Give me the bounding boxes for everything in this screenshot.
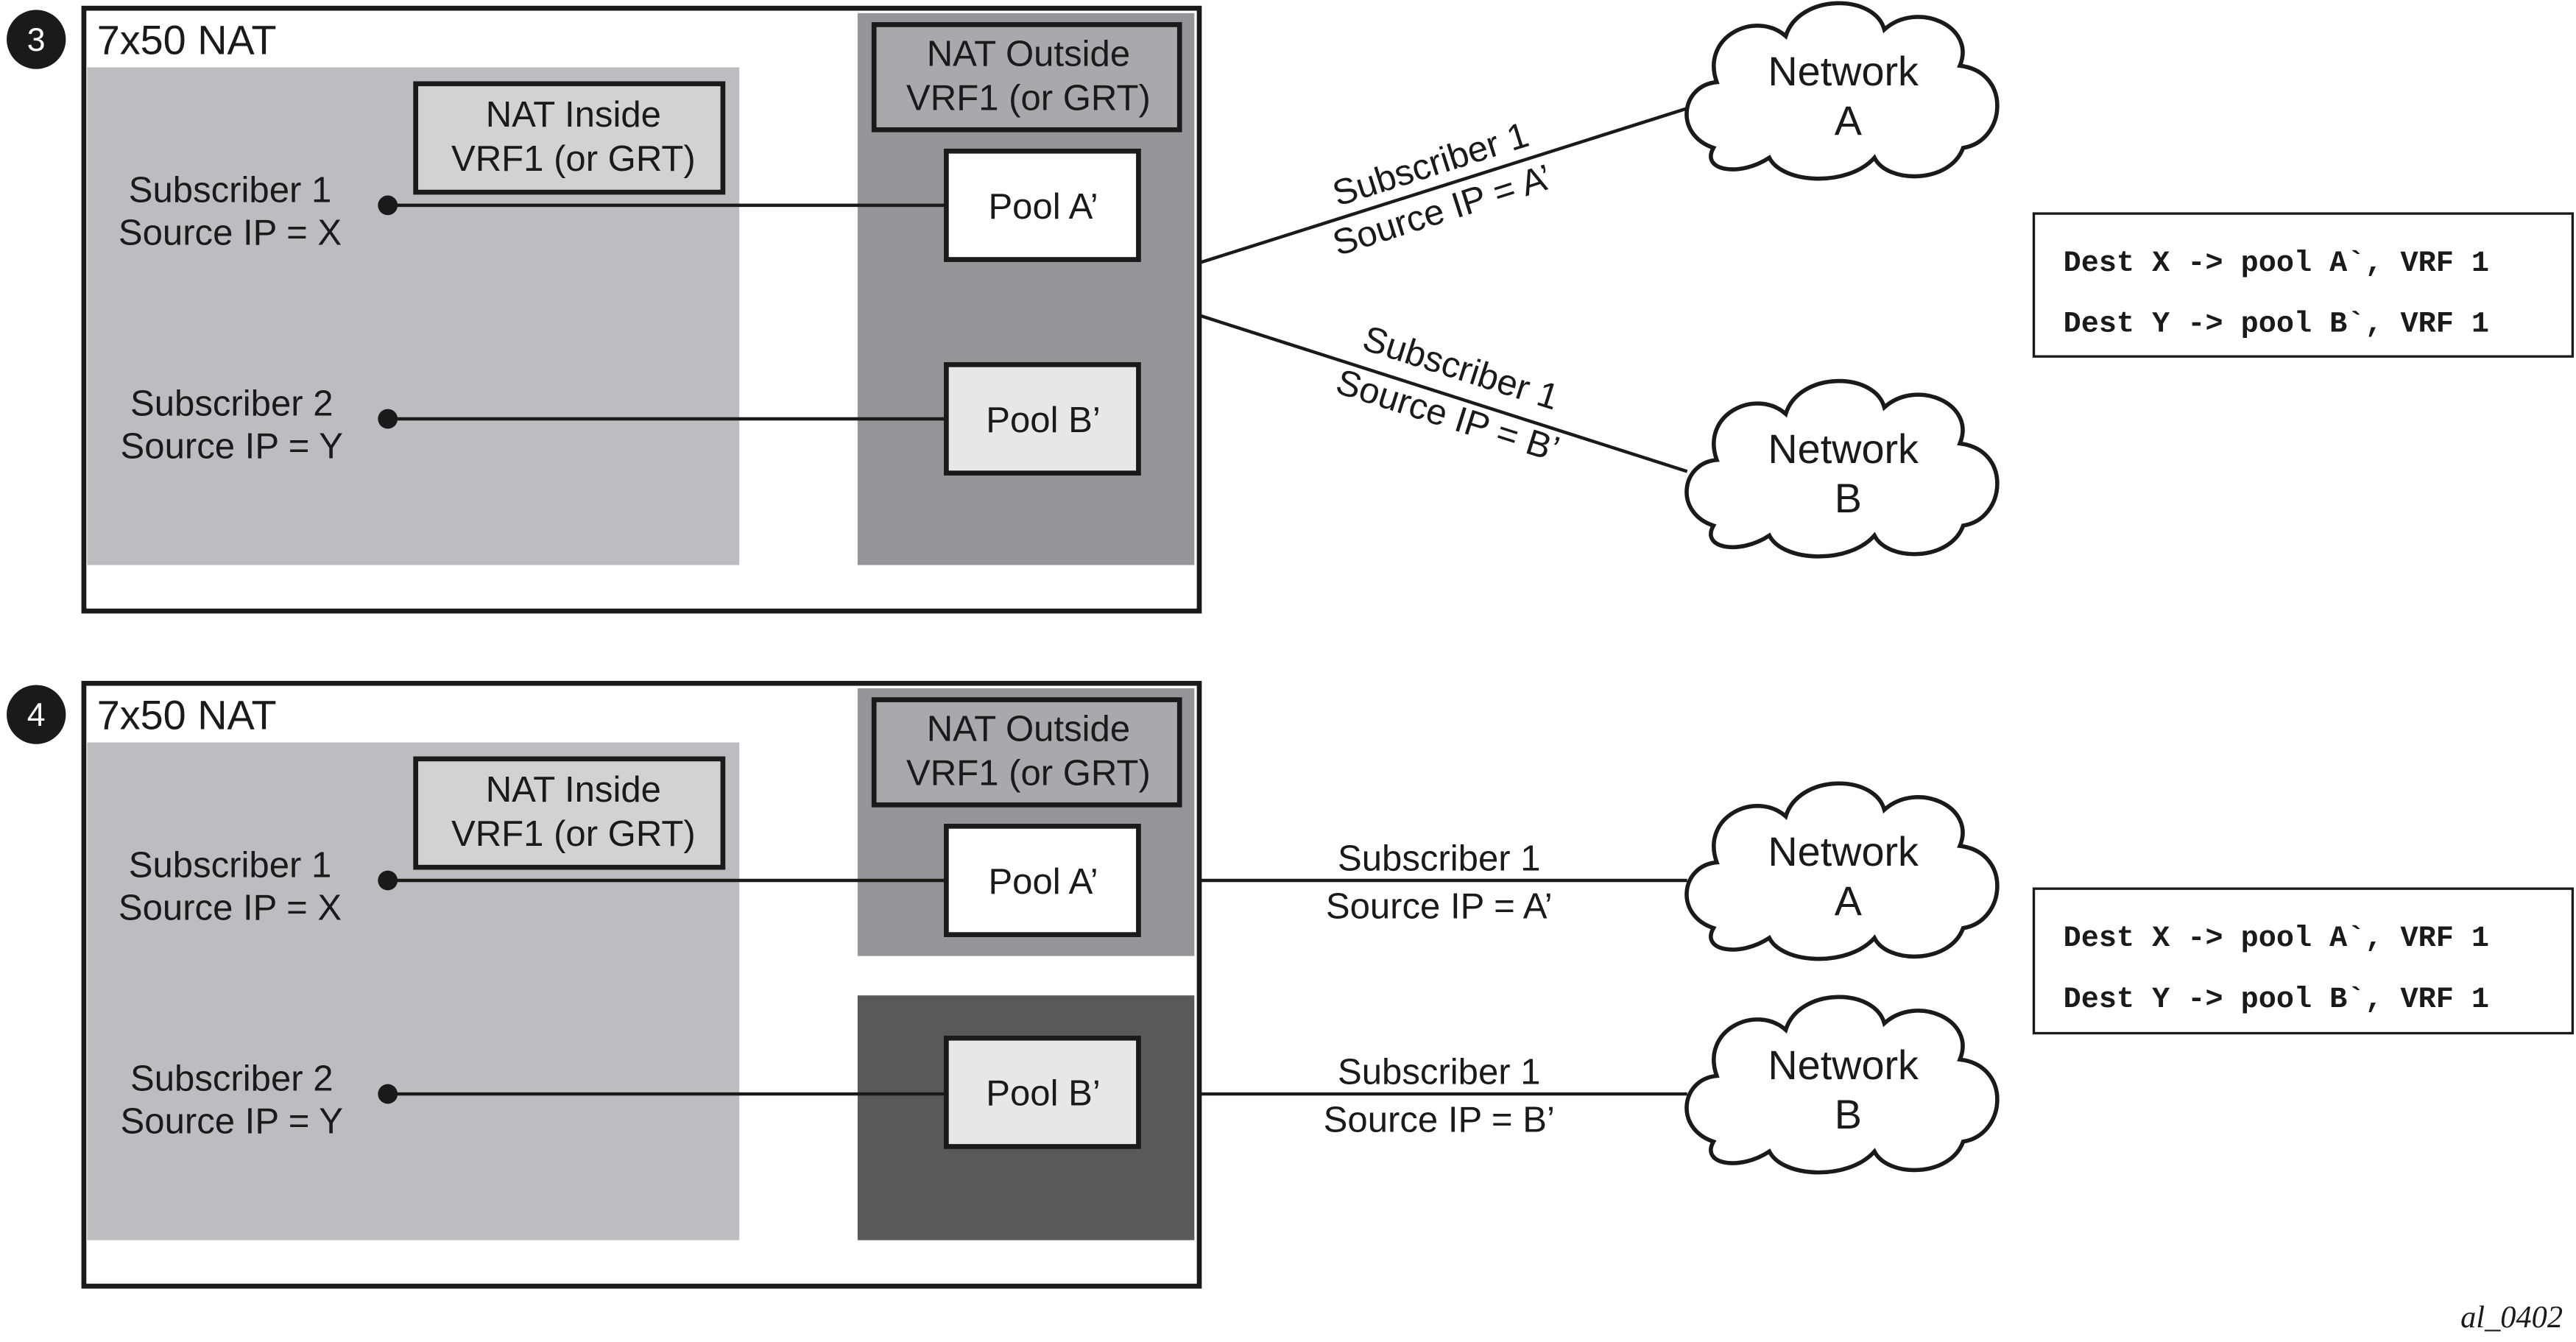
step-badge bbox=[7, 10, 66, 69]
network-b-id: B bbox=[1835, 476, 1862, 521]
subscriber-2-ip: Source IP = Y bbox=[121, 1102, 343, 1142]
figure-id: al_0402 bbox=[2460, 1300, 2563, 1335]
nat-inside-vrf-label: VRF1 (or GRT) bbox=[451, 139, 696, 179]
nat-inside-label: NAT Inside bbox=[486, 770, 661, 810]
nat-outside-vrf-label: VRF1 (or GRT) bbox=[906, 754, 1151, 794]
nat-inside-label-box bbox=[413, 756, 726, 870]
link-b-ip-label: Source IP = B’ bbox=[1324, 1100, 1555, 1140]
route-entry-2: Dest Y -> pool B`, VRF 1 bbox=[2064, 983, 2489, 1017]
route-entry-1: Dest X -> pool A`, VRF 1 bbox=[2064, 247, 2489, 280]
nat-outside-label: NAT Outside bbox=[927, 709, 1130, 749]
network-a-id: A bbox=[1835, 98, 1863, 144]
subscriber-1-label: Subscriber 1 bbox=[129, 170, 332, 210]
route-table-box bbox=[2032, 887, 2575, 1035]
pool-b-label: Pool B’ bbox=[986, 400, 1101, 440]
subscriber-1-ip: Source IP = X bbox=[119, 213, 342, 252]
subscriber-2-label: Subscriber 2 bbox=[130, 1059, 334, 1099]
route-entry-1: Dest X -> pool A`, VRF 1 bbox=[2064, 922, 2489, 956]
route-entry-2: Dest Y -> pool B`, VRF 1 bbox=[2064, 308, 2489, 342]
nat-outside-label: NAT Outside bbox=[927, 34, 1130, 74]
pool-a-label: Pool A’ bbox=[988, 862, 1098, 902]
network-b-label: Network bbox=[1768, 1042, 1919, 1088]
step-number: 3 bbox=[27, 22, 46, 58]
nat-outside-vrf-label: VRF1 (or GRT) bbox=[906, 78, 1151, 118]
subscriber-1-label: Subscriber 1 bbox=[129, 846, 332, 886]
panel-3: 3 7x50 NAT NAT Inside VRF1 (or GRT) NAT … bbox=[7, 1, 2575, 614]
link-a-ip-label: Source IP = A’ bbox=[1326, 886, 1553, 926]
network-a-id: A bbox=[1835, 878, 1863, 924]
router-title: 7x50 NAT bbox=[97, 18, 277, 63]
nat-outside-label-box bbox=[871, 697, 1182, 808]
nat-outside-label-box bbox=[871, 22, 1182, 133]
network-b-label: Network bbox=[1768, 426, 1919, 472]
pool-a-box bbox=[944, 148, 1141, 262]
pool-b-box bbox=[944, 1035, 1141, 1149]
link-b-subscriber-label: Subscriber 1 bbox=[1338, 1053, 1541, 1092]
link-to-network-b bbox=[1199, 314, 1688, 473]
link-to-network-a bbox=[1199, 107, 1688, 265]
network-b-cloud bbox=[1684, 995, 2000, 1175]
subscriber-2-ip: Source IP = Y bbox=[121, 427, 343, 467]
subscriber-1-ip: Source IP = X bbox=[119, 889, 342, 928]
router-title: 7x50 NAT bbox=[97, 693, 277, 738]
nat-inside-vrf-label: VRF1 (or GRT) bbox=[451, 814, 696, 854]
nat-inside-label: NAT Inside bbox=[486, 95, 661, 135]
pool-a-box bbox=[944, 824, 1141, 937]
link-a-subscriber-label: Subscriber 1 bbox=[1338, 839, 1541, 879]
network-a-cloud bbox=[1684, 1, 2000, 181]
step-badge bbox=[7, 685, 66, 744]
network-a-label: Network bbox=[1768, 49, 1919, 94]
route-table-box bbox=[2032, 212, 2575, 358]
pool-a-label: Pool A’ bbox=[988, 187, 1098, 227]
network-a-cloud bbox=[1684, 781, 2000, 961]
pool-b-label: Pool B’ bbox=[986, 1074, 1101, 1114]
nat-inside-label-box bbox=[413, 81, 726, 195]
network-b-id: B bbox=[1835, 1092, 1862, 1137]
network-a-label: Network bbox=[1768, 829, 1919, 875]
network-b-cloud bbox=[1684, 378, 2000, 559]
subscriber-2-label: Subscriber 2 bbox=[130, 384, 334, 424]
step-number: 4 bbox=[27, 697, 46, 733]
pool-b-box bbox=[944, 362, 1141, 476]
panel-4: 4 7x50 NAT NAT Inside VRF1 (or GRT) NAT … bbox=[7, 680, 2575, 1289]
